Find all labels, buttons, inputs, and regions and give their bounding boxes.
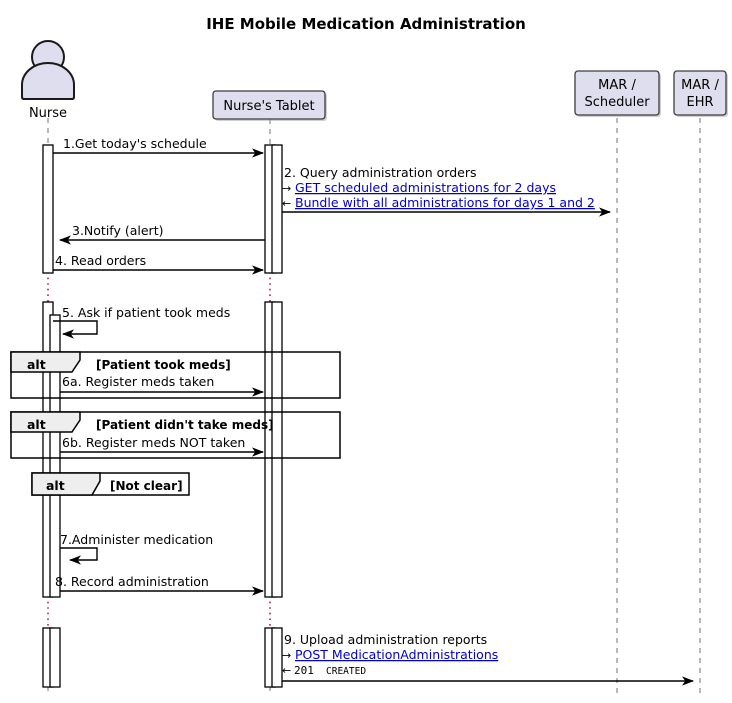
activation-nurse-3b [49, 627, 61, 688]
message-3: 3.Notify (alert) [59, 223, 265, 245]
activation-nurse-2b [49, 314, 61, 598]
message-7: 7.Administer medication [60, 532, 213, 565]
message-9-response-code: 201 [294, 664, 314, 677]
message-9-request-arrow-icon: → [282, 649, 291, 662]
message-5-label: 5. Ask if patient took meds [62, 305, 230, 320]
fragment-alt-3: alt [Not clear] [31, 472, 190, 496]
message-6a-label: 6a. Register meds taken [62, 374, 214, 389]
fragment-alt-3-condition: [Not clear] [110, 479, 183, 493]
message-9-response-status: CREATED [326, 666, 366, 677]
fragment-alt-3-tab [31, 472, 101, 496]
participant-label-nurse: Nurse [29, 106, 67, 121]
fragment-alt-3-keyword: alt [46, 478, 65, 493]
fragment-alt-1-condition: [Patient took meds] [96, 358, 231, 372]
message-2-request-arrow-icon: → [282, 182, 291, 195]
activation-tablet-1b [271, 144, 283, 274]
activation-nurse-1 [42, 144, 54, 274]
fragment-alt-2-keyword: alt [27, 417, 46, 432]
message-2-response-link[interactable]: Bundle with all administrations for days… [295, 195, 595, 210]
message-7-label: 7.Administer medication [60, 532, 213, 547]
participant-box-tablet[interactable] [212, 90, 326, 120]
participant-label-ehr-line2: EHR [686, 95, 713, 110]
message-5: 5. Ask if patient took meds [53, 305, 230, 339]
message-8: 8. Record administration [55, 574, 264, 596]
fragment-alt-1-tab [10, 351, 81, 373]
participant-label-scheduler-line1: MAR / [598, 78, 636, 93]
message-1-label: 1.Get today's schedule [63, 136, 207, 151]
message-6b-label: 6b. Register meds NOT taken [62, 435, 245, 450]
participant-label-tablet: Nurse's Tablet [223, 99, 314, 114]
message-4: 4. Read orders [53, 253, 264, 275]
participant-scheduler[interactable]: MAR / Scheduler [574, 70, 661, 117]
fragment-alt-2-tab [10, 411, 81, 433]
actor-body-icon [21, 62, 75, 100]
message-2-label: 2. Query administration orders [284, 165, 476, 180]
message-3-label: 3.Notify (alert) [72, 223, 163, 238]
fragment-alt-1-keyword: alt [27, 357, 46, 372]
participant-label-scheduler-line2: Scheduler [584, 95, 650, 110]
message-4-label: 4. Read orders [55, 253, 146, 268]
participant-tablet[interactable]: Nurse's Tablet [212, 90, 327, 121]
message-9-request-link[interactable]: POST MedicationAdministrations [295, 647, 498, 662]
participant-box-scheduler[interactable] [574, 70, 660, 116]
message-2-response-arrow-icon: ← [282, 197, 291, 210]
activation-tablet-2b [271, 301, 283, 598]
message-2-request-link[interactable]: GET scheduled administrations for 2 days [295, 180, 556, 195]
message-8-label: 8. Record administration [55, 574, 209, 589]
activation-tablet-3b [271, 627, 283, 688]
page-title: IHE Mobile Medication Administration [206, 15, 526, 33]
fragment-alt-2-condition: [Patient didn't take meds] [96, 418, 274, 432]
participant-label-ehr-line1: MAR / [681, 78, 719, 93]
message-1: 1.Get today's schedule [53, 136, 264, 158]
participant-ehr[interactable]: MAR / EHR [673, 70, 728, 117]
fragment-alt-2-frame [10, 411, 341, 459]
message-9-label: 9. Upload administration reports [284, 632, 487, 647]
fragment-alt-1: alt [Patient took meds] 6a. Register med… [10, 351, 341, 399]
message-9: 9. Upload administration reports → POST … [282, 632, 694, 686]
fragment-alt-1-frame [10, 351, 341, 399]
message-9-response-arrow-icon: ← [282, 664, 291, 677]
fragment-alt-2: alt [Patient didn't take meds] 6b. Regis… [10, 411, 341, 459]
participant-box-ehr[interactable] [673, 70, 727, 116]
participant-nurse[interactable]: Nurse [21, 40, 75, 121]
message-2: 2. Query administration orders → GET sch… [282, 165, 611, 217]
